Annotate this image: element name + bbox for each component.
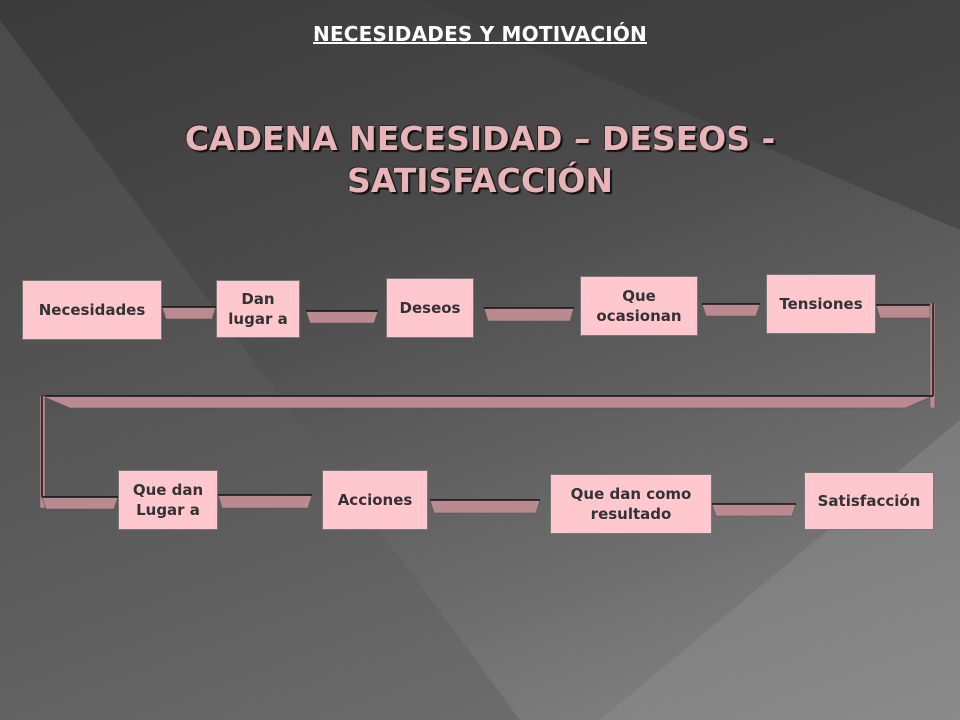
connector-quedan-acciones (217, 494, 313, 509)
connector-tensiones-right (875, 304, 934, 319)
slide-header: NECESIDADES Y MOTIVACIÓN (313, 22, 647, 46)
node-acciones: Acciones (322, 470, 428, 530)
node-satisfaccion: Satisfacción (804, 472, 934, 530)
node-dan-lugar: Dan lugar a (216, 280, 300, 338)
connector-resultado-satisfaccion (711, 503, 797, 517)
node-necesidades: Necesidades (22, 280, 162, 340)
connector-left-vertical (39, 395, 46, 509)
connector-necesidades-dan (161, 306, 217, 320)
node-que-ocasionan: Que ocasionan (580, 276, 698, 336)
bg-diagonal-dark (0, 0, 960, 230)
connector-ocasionan-tensiones (701, 303, 761, 317)
connector-right-vertical (929, 302, 936, 409)
node-que-dan-lugar: Que dan Lugar a (118, 470, 218, 530)
node-tensiones: Tensiones (766, 274, 876, 334)
connector-acciones-resultado (429, 499, 541, 514)
slide-title: CADENA NECESIDAD – DESEOS - SATISFACCIÓN (184, 119, 776, 200)
connector-deseos-ocasionan (483, 307, 575, 322)
connector-return-band (41, 395, 934, 409)
bg-diagonal-left (0, 20, 520, 720)
node-deseos: Deseos (386, 278, 474, 338)
connector-left-quedan (41, 496, 119, 510)
node-que-dan-resultado: Que dan como resultado (550, 474, 712, 534)
connector-dan-deseos (305, 310, 379, 324)
